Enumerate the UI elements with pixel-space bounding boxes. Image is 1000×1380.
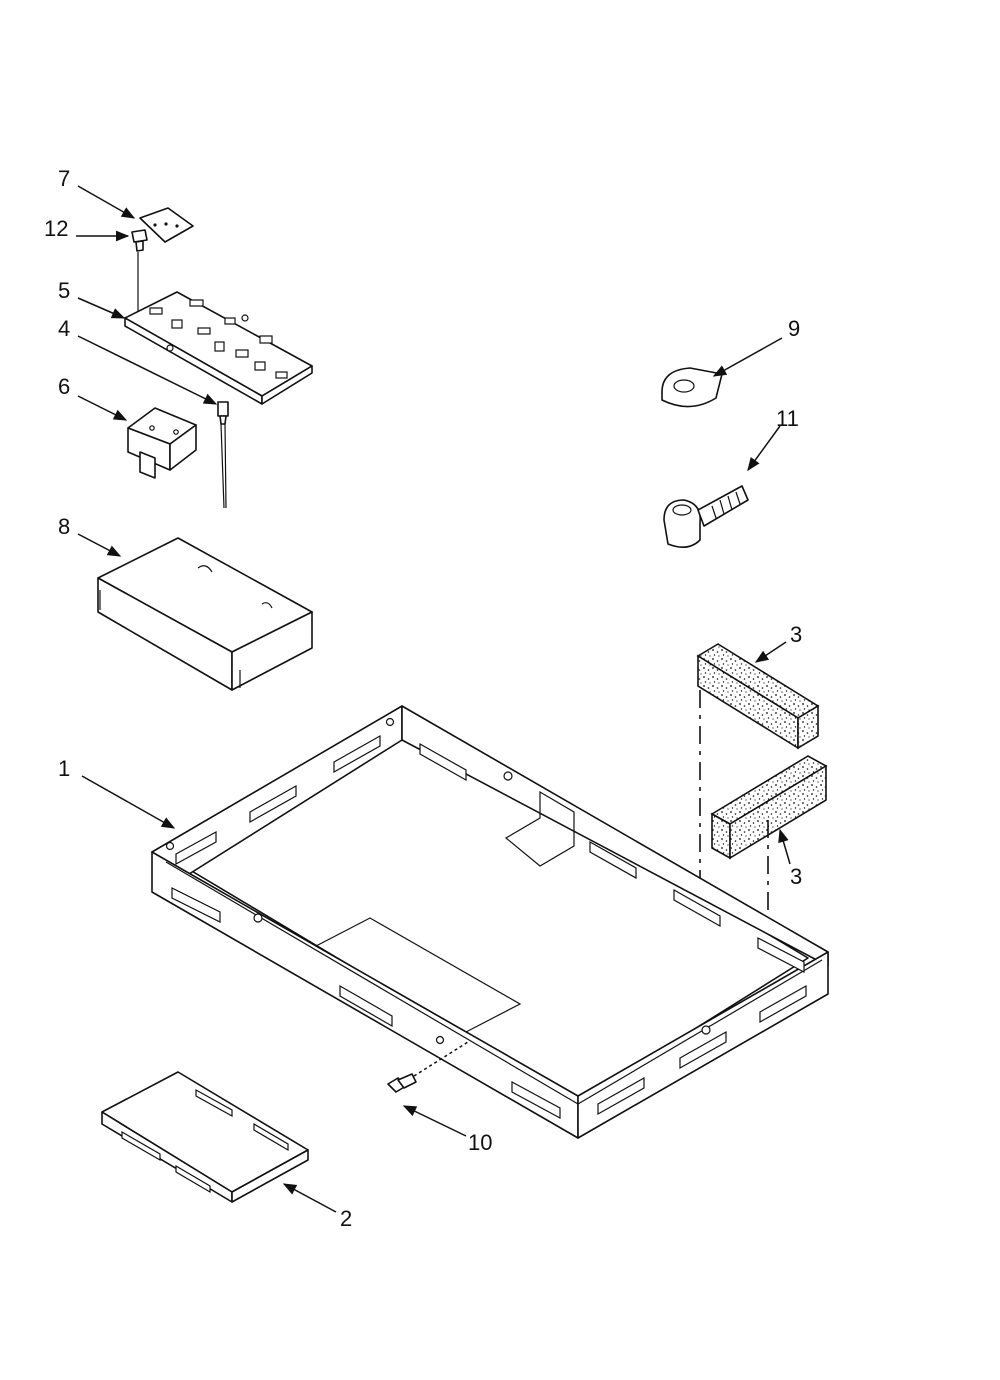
part-2-drip-tray [101, 1071, 309, 1203]
part-8-bracket [97, 537, 313, 691]
callout-12: 12 [44, 216, 68, 241]
callout-4: 4 [58, 316, 70, 341]
callout-5: 5 [58, 278, 70, 303]
part-7-plate [139, 207, 194, 243]
part-11-elbow-fitting [663, 485, 749, 548]
callout-11: 11 [776, 406, 799, 431]
part-4-sensor-probe [217, 401, 229, 509]
callout-3-lower: 3 [790, 864, 802, 889]
part-12-screw [131, 229, 148, 322]
part-10-screw [387, 1041, 469, 1093]
leader-lines [76, 185, 791, 1213]
callout-7: 7 [58, 166, 70, 191]
callout-3-upper: 3 [790, 622, 802, 647]
callout-9: 9 [788, 316, 800, 341]
part-1-base-pan [151, 705, 829, 1139]
callout-6: 6 [58, 374, 70, 399]
part-5-control-board [124, 291, 313, 405]
part-6-terminal-block [127, 407, 197, 479]
callout-1: 1 [58, 756, 70, 781]
part-3-foam-block-lower [710, 755, 828, 860]
part-9-clamp [661, 367, 723, 408]
callout-10: 10 [468, 1130, 492, 1155]
callout-8: 8 [58, 514, 70, 539]
callout-2: 2 [340, 1206, 352, 1231]
part-3-foam-block-upper [696, 643, 820, 750]
